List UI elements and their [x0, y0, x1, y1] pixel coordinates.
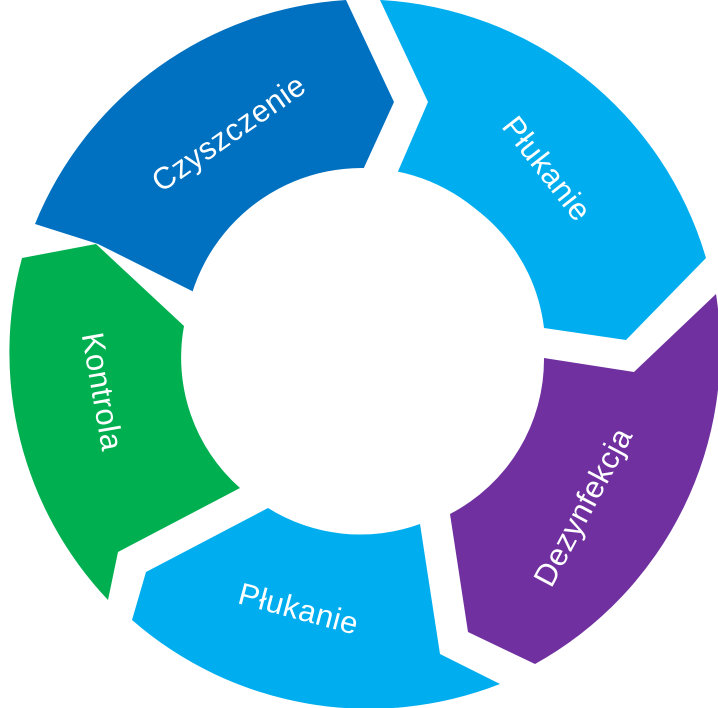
center-hole [184, 168, 540, 524]
segment-plukanie-1 [380, 0, 706, 340]
segment-dezynfekcja [450, 294, 718, 664]
segment-kontrola [9, 244, 241, 600]
segment-plukanie-2 [132, 508, 500, 708]
segment-czyszczenie [35, 0, 394, 292]
